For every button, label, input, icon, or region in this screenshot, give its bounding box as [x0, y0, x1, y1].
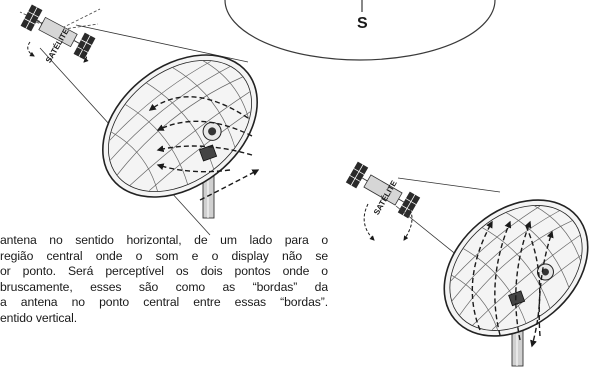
compass-south-label: S: [357, 15, 368, 32]
left-satellite-icon: [20, 4, 96, 60]
paragraph-line: antena no sentido horizontal, de um lado…: [0, 233, 328, 247]
left-dish-antenna: [102, 54, 260, 219]
paragraph-line: bruscamente, esses são como as “bordas” …: [0, 279, 328, 294]
paragraph-line: região central onde o som e o display nã…: [0, 248, 328, 263]
right-satellite-group: [345, 161, 516, 303]
paragraph-line: a antena no ponto central entre essas “b…: [0, 295, 328, 310]
left-satellite-group: [19, 4, 249, 236]
compass-dial: [224, 0, 496, 61]
right-satellite-icon: [345, 161, 421, 219]
instruction-paragraph: antena no sentido horizontal, de um lado…: [0, 233, 328, 327]
paragraph-line: entido vertical.: [0, 310, 77, 325]
right-dish-antenna: [443, 199, 589, 367]
paragraph-line: or ponto. Será perceptível os dois ponto…: [0, 264, 328, 279]
